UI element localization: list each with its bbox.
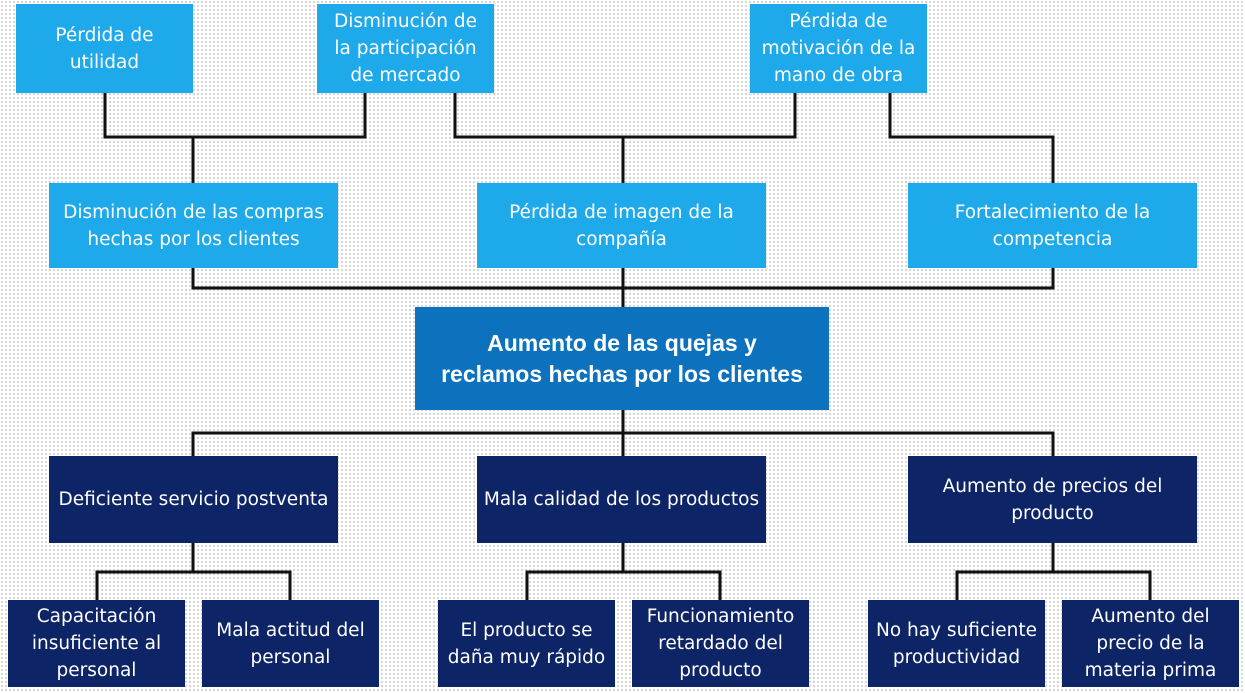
- connector-top-right: [888, 91, 1055, 185]
- connector-central-causes: [191, 408, 1055, 458]
- effect-top-motivacion-mano-obra: Pérdida de motivación de la mano de obra: [750, 4, 927, 93]
- connector-effects-central: [191, 266, 1055, 309]
- cause-servicio-postventa: Deficiente servicio postventa: [49, 456, 338, 543]
- effect-perdida-imagen: Pérdida de imagen de la compañía: [477, 183, 766, 268]
- subcause-funcionamiento-retardado: Funcionamiento retardado del producto: [632, 600, 809, 687]
- cause-aumento-precios: Aumento de precios del producto: [908, 456, 1197, 543]
- central-problem: Aumento de las quejas y reclamos hechas …: [415, 307, 829, 410]
- subcause-capacitacion: Capacitación insuficiente al personal: [8, 600, 185, 687]
- subcause-mala-actitud: Mala actitud del personal: [202, 600, 379, 687]
- subcause-producto-dana: El producto se daña muy rápido: [438, 600, 615, 687]
- effect-disminucion-compras: Disminución de las compras hechas por lo…: [49, 183, 338, 268]
- effect-top-perdida-utilidad: Pérdida de utilidad: [16, 4, 193, 93]
- effect-fortalecimiento-competencia: Fortalecimiento de la competencia: [908, 183, 1197, 268]
- effect-top-participacion-mercado: Disminución de la participación de merca…: [317, 4, 494, 93]
- connector-top-middle: [453, 91, 797, 185]
- connector-cause-3: [955, 541, 1152, 602]
- cause-mala-calidad: Mala calidad de los productos: [477, 456, 766, 543]
- connector-top-left: [103, 91, 367, 185]
- subcause-precio-materia-prima: Aumento del precio de la materia prima: [1062, 600, 1239, 687]
- subcause-productividad: No hay suficiente productividad: [868, 600, 1045, 687]
- connector-cause-1: [95, 541, 292, 602]
- connector-cause-2: [525, 541, 722, 602]
